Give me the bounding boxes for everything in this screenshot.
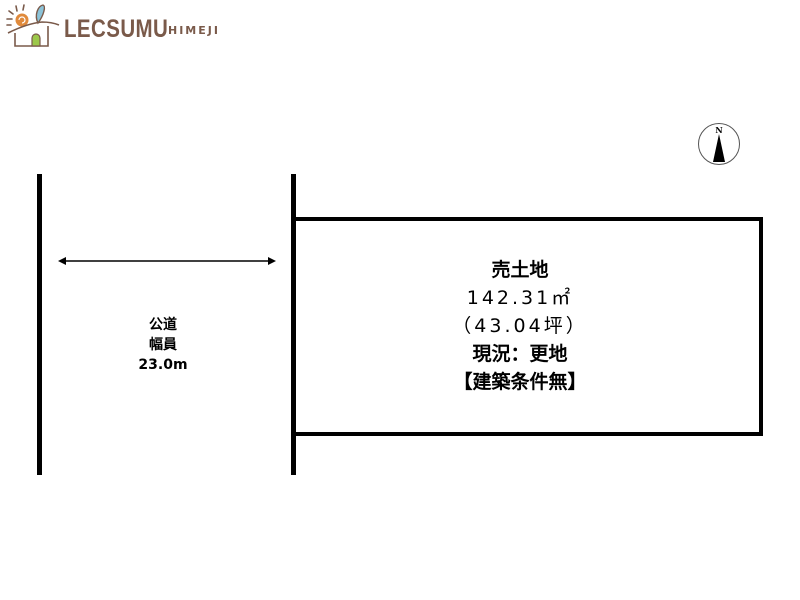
lot-status: 現況：更地 xyxy=(472,343,568,365)
north-label: N xyxy=(715,125,722,135)
lot-title: 売土地 xyxy=(491,259,549,281)
road-boundary-left xyxy=(37,174,42,475)
lot-condition: 【建築条件無】 xyxy=(453,371,587,393)
north-arrow-icon: N xyxy=(698,123,740,165)
road-width-label: 幅員 xyxy=(149,337,177,353)
double-arrow-icon xyxy=(58,257,276,265)
house-sun-logo-icon xyxy=(6,4,60,47)
brand-region: HIMEJI xyxy=(168,24,220,37)
lot-area-sqm: 142.31㎡ xyxy=(466,287,574,309)
brand-logo: LECSUMU HIMEJI xyxy=(4,3,234,51)
brand-name: LECSUMU xyxy=(64,15,169,43)
road-width-value: 23.0m xyxy=(138,357,188,373)
lot-outline xyxy=(293,217,763,436)
lot-info: 売土地 142.31㎡ （43.04坪） 現況：更地 【建築条件無】 xyxy=(400,256,640,396)
road-label: 公道 幅員 23.0m xyxy=(120,315,206,375)
road-boundary-right xyxy=(291,174,296,475)
road-type: 公道 xyxy=(149,317,177,333)
lot-area-tsubo: （43.04坪） xyxy=(452,315,588,337)
